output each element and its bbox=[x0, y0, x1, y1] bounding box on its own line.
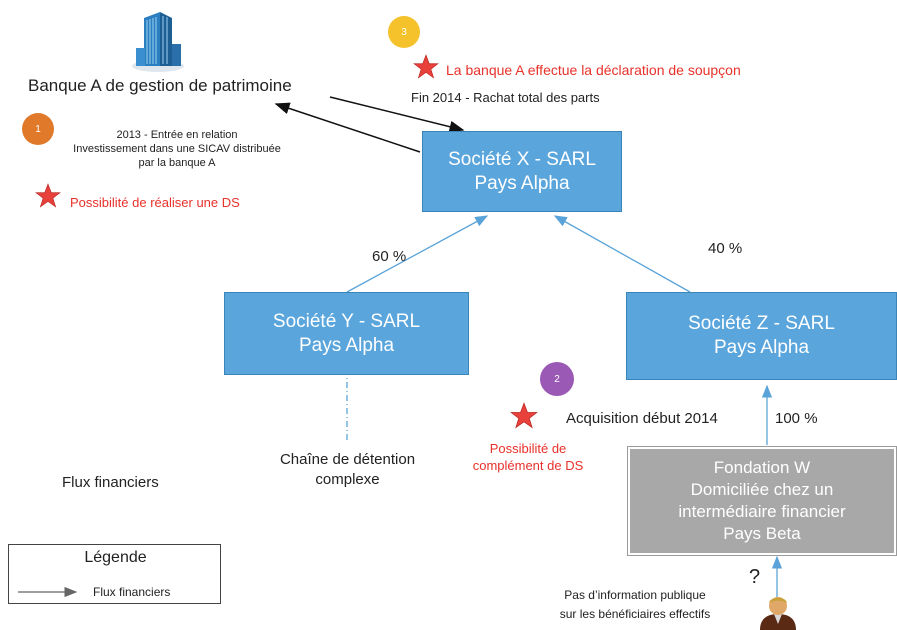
office-building-icon bbox=[132, 12, 184, 72]
step2-ds-note-line-2: complément de DS bbox=[472, 458, 584, 473]
flux-financiers-label: Flux financiers bbox=[62, 474, 159, 491]
foundation-w-line-4: Pays Beta bbox=[723, 524, 801, 543]
step3-event: Fin 2014 - Rachat total des parts bbox=[411, 90, 600, 105]
company-y-name: Société Y - SARL bbox=[272, 310, 421, 332]
legend-item-label: Flux financiers bbox=[93, 585, 171, 599]
percentage-z-to-x: 40 % bbox=[708, 240, 743, 257]
company-x-box: Société X - SARL Pays Alpha bbox=[422, 131, 622, 212]
beneficiaries-line-1: Pas d’information publique bbox=[564, 588, 706, 602]
step1-line-3: par la banque A bbox=[138, 157, 216, 169]
star-icon bbox=[413, 54, 439, 79]
foundation-w-line-3: intermédiaire financier bbox=[678, 502, 846, 521]
flow-arrow-bank-to-x bbox=[329, 96, 465, 133]
step2-ds-note: Possibilité de complément de DS bbox=[463, 440, 593, 474]
step1-ds-note: Possibilité de réaliser une DS bbox=[70, 195, 240, 210]
complex-chain-label: Chaîne de détention complexe bbox=[250, 450, 445, 490]
step2-ds-note-line-1: Possibilité de bbox=[489, 441, 567, 456]
question-mark: ? bbox=[749, 566, 761, 588]
step-badge-2: 2 bbox=[540, 362, 574, 396]
foundation-w-box: Fondation W Domiciliée chez un intermédi… bbox=[627, 446, 897, 556]
company-x-name: Société X - SARL bbox=[448, 148, 596, 170]
ownership-arrow-y-to-x bbox=[346, 215, 489, 293]
step3-ds-note: La banque A effectue la déclaration de s… bbox=[446, 62, 741, 78]
percentage-y-to-x: 60 % bbox=[372, 248, 407, 265]
ownership-arrow-z-to-x bbox=[553, 215, 691, 293]
step1-description: 2013 - Entrée en relation Investissement… bbox=[52, 128, 302, 170]
foundation-w-line-1: Fondation W bbox=[713, 458, 811, 477]
company-x-country: Pays Alpha bbox=[474, 172, 570, 194]
legend-title: Légende bbox=[84, 549, 147, 566]
legend-box: Légende Flux financiers bbox=[8, 544, 221, 604]
flow-arrow-x-to-bank bbox=[274, 102, 421, 153]
company-y-country: Pays Alpha bbox=[298, 334, 395, 356]
company-z-box: Société Z - SARL Pays Alpha bbox=[626, 292, 897, 380]
step-badge-3: 3 bbox=[388, 16, 420, 48]
step1-line-2: Investissement dans une SICAV distribuée bbox=[73, 143, 281, 155]
acquisition-label: Acquisition début 2014 bbox=[566, 410, 718, 427]
company-z-name: Société Z - SARL bbox=[688, 313, 835, 334]
percentage-w-to-z: 100 % bbox=[775, 410, 818, 427]
bank-name: Banque A de gestion de patrimoine bbox=[28, 76, 292, 95]
star-icon bbox=[510, 402, 538, 429]
step-badge-1: 1 bbox=[22, 113, 54, 145]
complex-chain-line-1: Chaîne de détention bbox=[279, 451, 416, 468]
beneficiaries-line-2: sur les bénéficiaires effectifs bbox=[559, 607, 711, 621]
beneficiaries-note: Pas d’information publique sur les bénéf… bbox=[510, 586, 760, 624]
complex-chain-line-2: complexe bbox=[315, 471, 380, 488]
step1-line-1: 2013 - Entrée en relation bbox=[116, 129, 238, 141]
company-y-box: Société Y - SARL Pays Alpha bbox=[224, 292, 469, 375]
person-icon bbox=[760, 597, 796, 630]
star-icon bbox=[35, 183, 61, 208]
foundation-w-line-2: Domiciliée chez un bbox=[690, 480, 834, 499]
company-z-country: Pays Alpha bbox=[713, 337, 810, 358]
